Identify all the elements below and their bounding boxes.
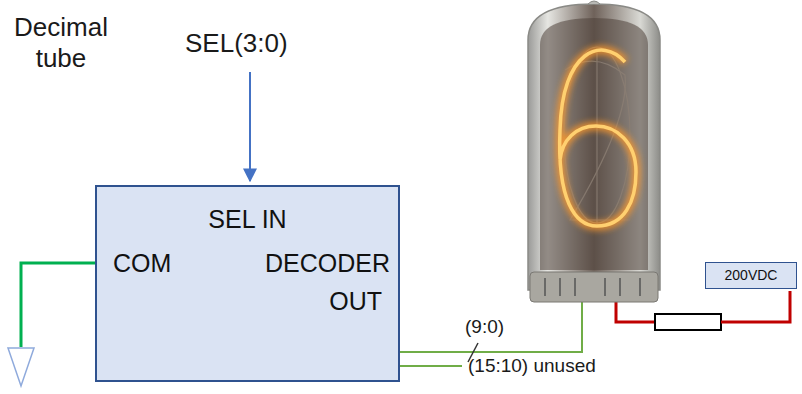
select-arrow [249, 72, 251, 181]
output-bus [400, 302, 582, 352]
anode-wire [616, 302, 655, 322]
signal-name: SEL(3:0) [185, 28, 288, 59]
supply-box: 200VDC [705, 262, 797, 289]
unused-note: (15:10) unused [468, 355, 596, 378]
voltage-label: 200VDC [725, 267, 778, 283]
tube-glass [528, 4, 660, 290]
unused-wire [400, 365, 462, 367]
digit-glow [560, 50, 636, 226]
nixie-tube [528, 1, 660, 302]
port-label: SEL IN [208, 205, 286, 234]
supply-wire [721, 291, 790, 322]
bus-width: (9:0) [465, 316, 504, 339]
tube-mesh [540, 18, 648, 270]
tube-title: Decimal tube [2, 12, 120, 74]
ground-symbol [8, 348, 34, 386]
glowing-digit [560, 50, 636, 226]
tube-pins [545, 278, 640, 296]
resistor-symbol [655, 314, 721, 330]
port-label: COM [113, 249, 171, 278]
tube-tip [588, 1, 600, 4]
com-wire [21, 263, 95, 347]
decoder-box: SEL IN COM DECODER OUT [95, 185, 400, 382]
port-label: OUT [329, 287, 382, 316]
block-name: DECODER [265, 249, 390, 278]
tube-base [530, 272, 658, 302]
